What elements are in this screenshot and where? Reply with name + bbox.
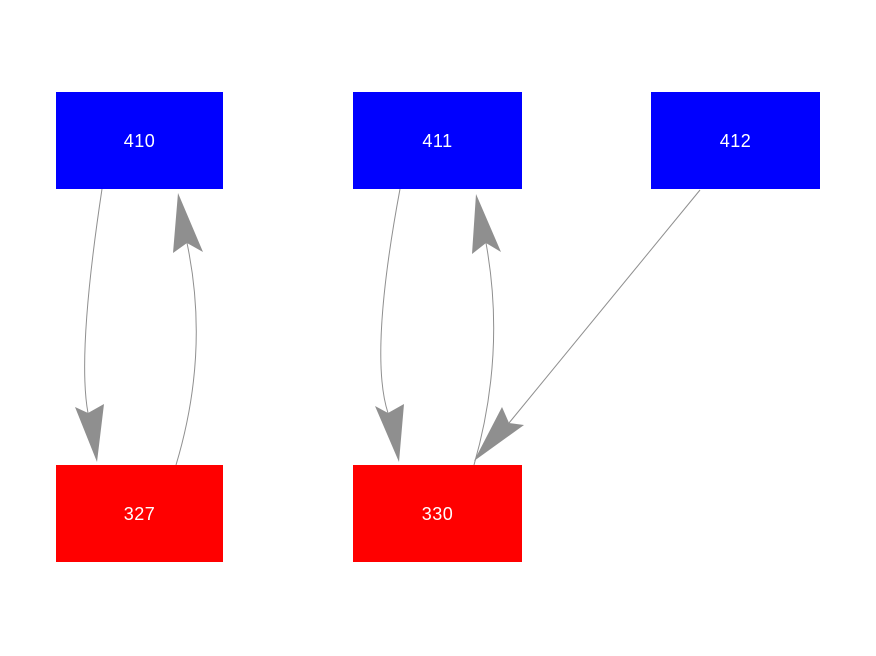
node-411: 411 <box>353 92 522 189</box>
edge-330-to-411 <box>473 242 495 466</box>
edge-410-to-327 <box>84 188 103 414</box>
arrowhead-icon-412-to-330 <box>474 407 524 461</box>
node-410: 410 <box>56 92 223 189</box>
node-327-label: 327 <box>123 503 156 524</box>
node-412-label: 412 <box>719 130 752 151</box>
node-411-label: 411 <box>422 130 453 151</box>
node-330: 330 <box>353 465 522 562</box>
arrowhead-icon-327-to-410 <box>173 193 203 253</box>
node-412: 412 <box>651 92 820 189</box>
arrowhead-icon-330-to-411 <box>472 194 501 254</box>
node-410-label: 410 <box>123 130 156 151</box>
node-330-label: 330 <box>421 503 454 524</box>
arrowhead-icon-410-to-327 <box>75 404 104 462</box>
edge-411-to-330 <box>380 188 401 414</box>
arrowhead-icon-411-to-330 <box>375 404 404 462</box>
edge-412-to-330 <box>508 189 701 424</box>
node-327: 327 <box>56 465 223 562</box>
edge-327-to-410 <box>175 242 197 466</box>
